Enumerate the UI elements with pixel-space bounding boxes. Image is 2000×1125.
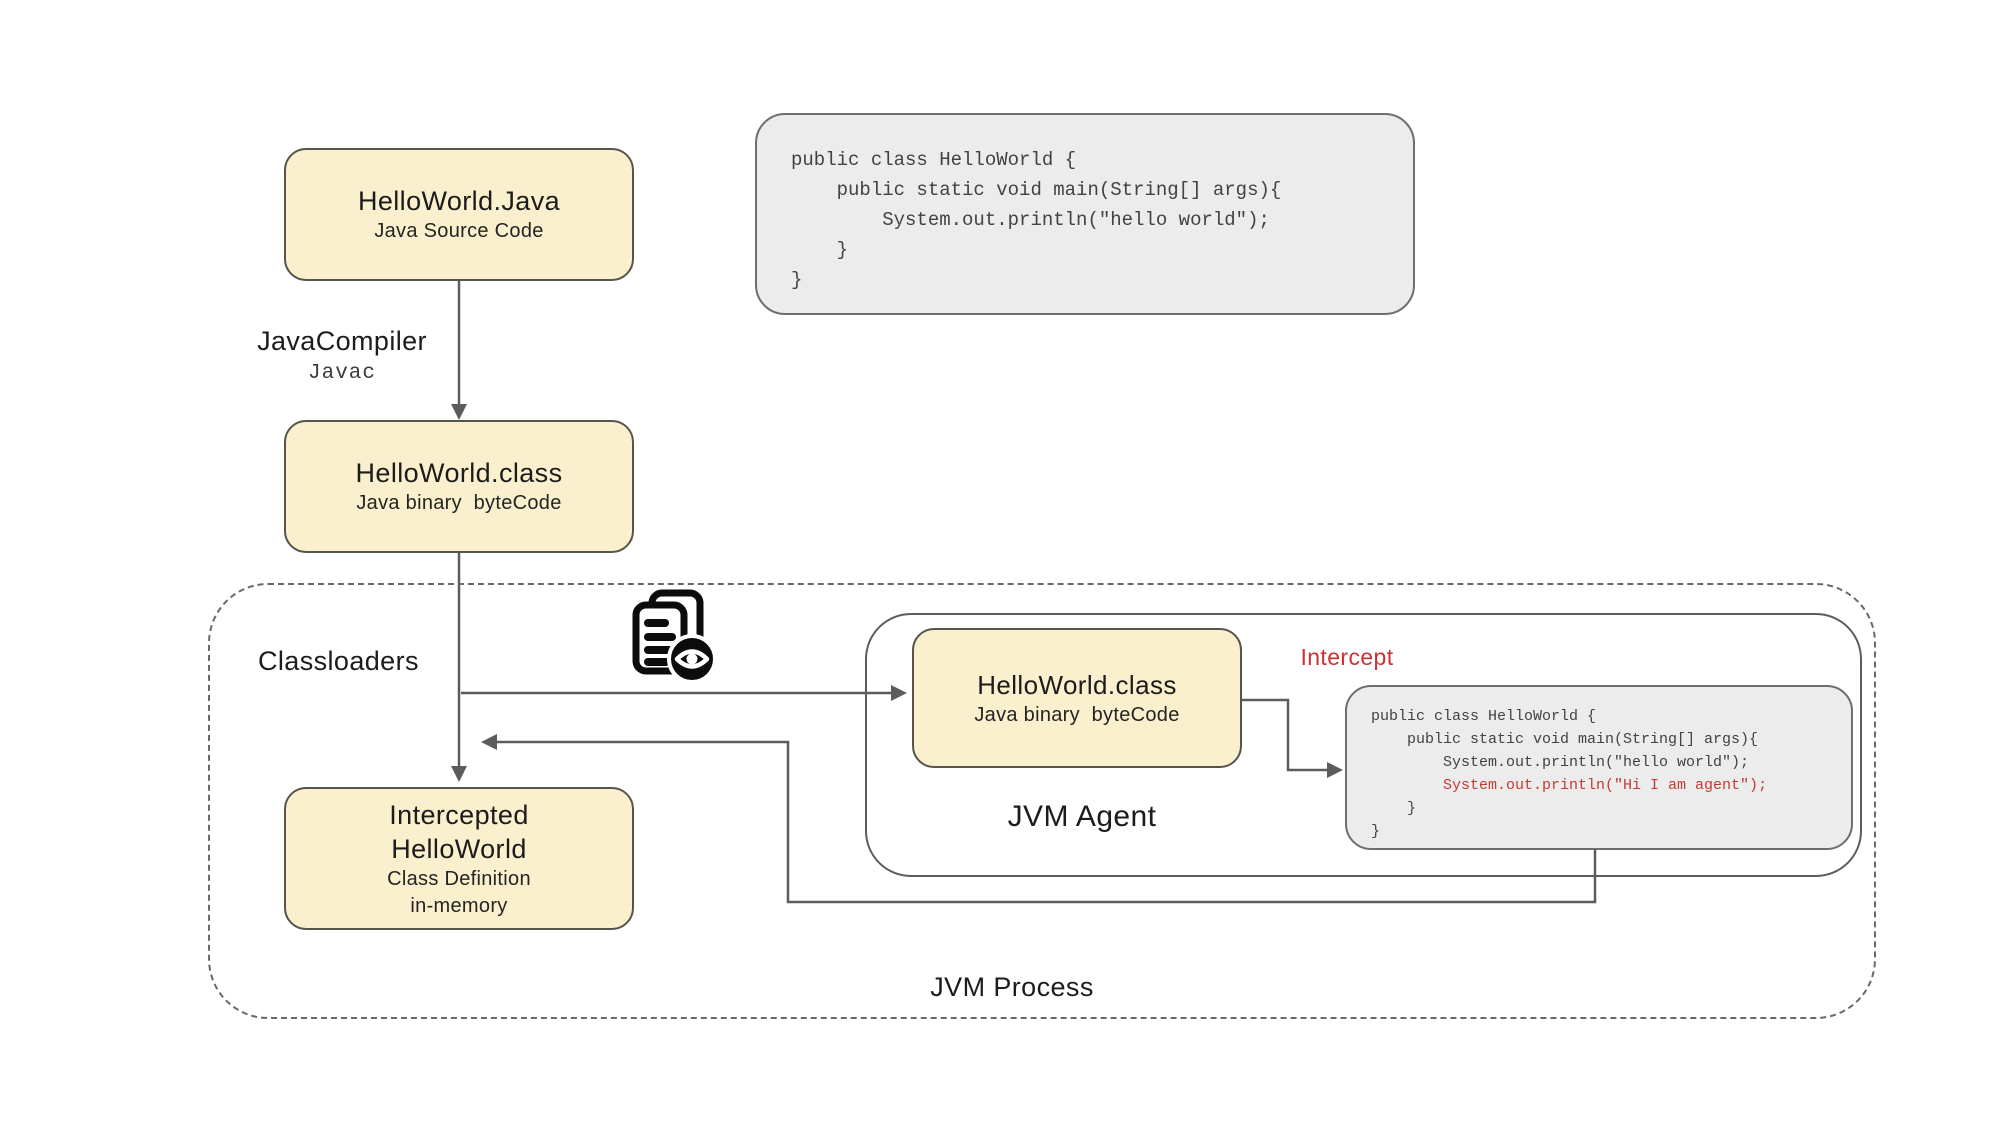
compiler-label: JavaCompiler	[257, 326, 427, 356]
agent-code-lines: public class HelloWorld { public static …	[1371, 708, 1768, 840]
intercept-label: Intercept	[1300, 644, 1394, 670]
agent-class-title: HelloWorld.class	[977, 669, 1177, 700]
jvm-agent-container	[865, 613, 1862, 877]
source-code-lines: public class HelloWorld { public static …	[791, 149, 1282, 291]
jvm-agent-label: JVM Agent	[1007, 800, 1157, 833]
class-file-box: HelloWorld.class Java binary byteCode	[284, 420, 634, 553]
jvm-process-container	[208, 583, 1876, 1019]
class-file-title: HelloWorld.class	[355, 458, 563, 488]
arrow-compile	[451, 281, 467, 420]
documents-eye-icon	[632, 589, 717, 684]
arrow-classload	[451, 553, 467, 782]
intercepted-title-1: Intercepted	[389, 799, 529, 830]
arrow-return	[481, 734, 1597, 904]
classloaders-label: Classloaders	[258, 646, 419, 676]
intercepted-subtitle-1: Class Definition	[387, 867, 531, 890]
agent-code-box: public class HelloWorld { public static …	[1345, 685, 1853, 850]
source-code-box: public class HelloWorld { public static …	[755, 113, 1415, 315]
arrow-to-agent	[461, 685, 907, 701]
intercepted-subtitle-2: in-memory	[410, 894, 508, 917]
class-file-subtitle: Java binary byteCode	[356, 492, 562, 514]
jvm-process-label: JVM Process	[930, 972, 1094, 1002]
source-file-title: HelloWorld.Java	[357, 186, 561, 216]
intercepted-title-2: HelloWorld	[391, 833, 527, 864]
intercepted-class-box: Intercepted HelloWorld Class Definition …	[284, 787, 634, 930]
compiler-sublabel: Javac	[307, 362, 377, 385]
agent-class-subtitle: Java binary byteCode	[974, 703, 1180, 726]
source-file-box: HelloWorld.Java Java Source Code	[284, 148, 634, 281]
agent-class-box: HelloWorld.class Java binary byteCode	[912, 628, 1242, 768]
arrow-intercept	[1242, 698, 1343, 778]
source-file-subtitle: Java Source Code	[374, 220, 544, 242]
